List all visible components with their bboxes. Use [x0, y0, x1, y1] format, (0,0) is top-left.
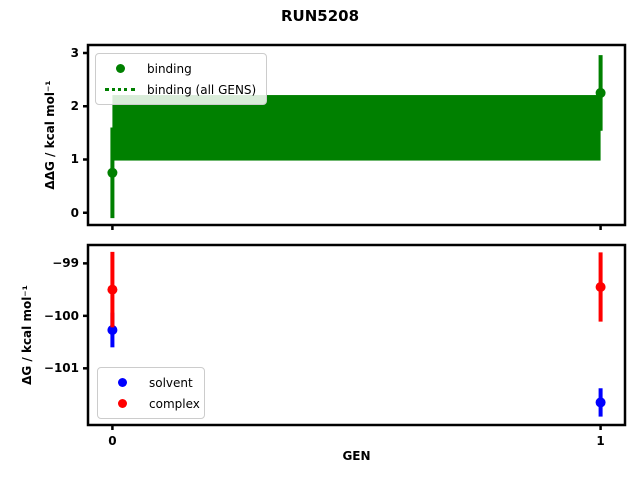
dot-marker-icon: [104, 64, 136, 73]
y-tick-label: −101: [43, 361, 79, 376]
y-tick-label: −100: [43, 308, 79, 323]
legend-dot: [115, 64, 125, 73]
data-point-binding: [595, 87, 606, 98]
data-point-complex: [595, 281, 606, 292]
legend-dot: [117, 399, 127, 408]
legend-entry-complex: complex: [106, 393, 200, 414]
axes-frame: [86, 43, 627, 227]
data-point-binding: [107, 167, 118, 178]
legend-top: binding binding (all GENS): [95, 53, 267, 105]
legend-entry-solvent: solvent: [106, 372, 196, 393]
y-tick-label: 2: [70, 99, 79, 114]
dot-marker-icon: [106, 399, 138, 408]
legend-label: complex: [149, 396, 200, 411]
y-tick-label: 3: [70, 45, 79, 60]
dot-marker-icon: [106, 378, 138, 387]
x-tick-label: 0: [108, 434, 117, 448]
x-tick-label: 1: [596, 434, 605, 448]
legend-entry-binding-all-gens-: binding (all GENS): [104, 79, 258, 100]
y-axis-label-top: ΔΔG / kcal mol⁻¹: [43, 80, 57, 190]
dotted-line-icon: [104, 88, 136, 91]
legend-dot: [117, 378, 127, 387]
legend-label: binding: [147, 61, 192, 76]
legend-label: binding (all GENS): [147, 82, 257, 97]
figure-title: RUN5208: [280, 7, 360, 25]
y-axis-label-bottom: ΔG / kcal mol⁻¹: [20, 285, 34, 385]
axes-frame: [86, 243, 627, 427]
y-tick-label: 1: [70, 152, 79, 167]
data-point-solvent: [107, 325, 118, 336]
y-tick-label: −99: [52, 256, 79, 271]
legend-label: solvent: [149, 375, 193, 390]
y-tick-label: 0: [70, 205, 79, 220]
legend-dotted-line: [105, 88, 135, 91]
legend-entry-binding: binding: [104, 58, 258, 79]
uncertainty-band: [112, 95, 601, 161]
x-axis-label: GEN: [342, 449, 371, 463]
data-point-solvent: [595, 397, 606, 408]
data-point-complex: [107, 284, 118, 295]
legend-bottom: solvent complex: [97, 367, 205, 419]
